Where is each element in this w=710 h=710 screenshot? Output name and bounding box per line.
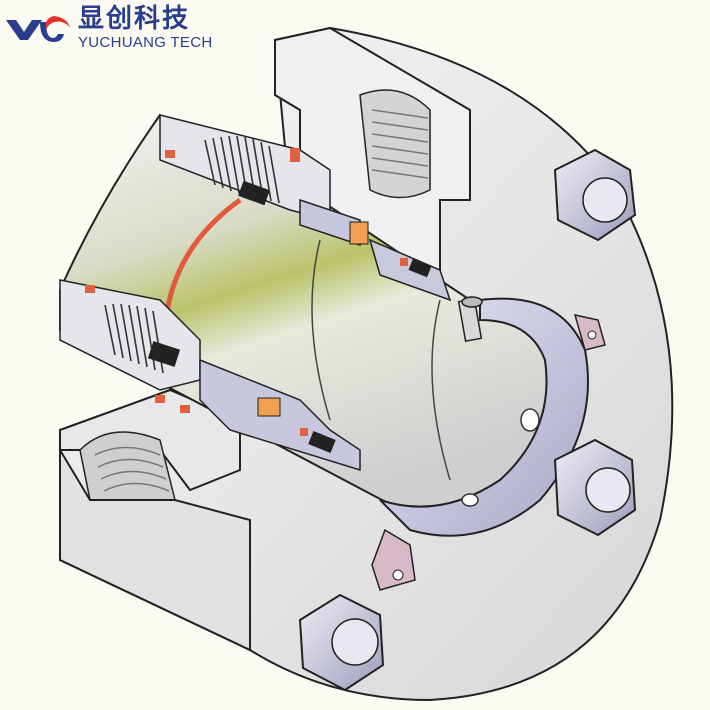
hex-nut-icon xyxy=(553,438,637,537)
lower-seal-assembly xyxy=(59,279,361,472)
set-screw-icon xyxy=(457,296,483,342)
positioning-bracket-lower xyxy=(371,528,416,591)
lower-bellows xyxy=(104,303,164,374)
upper-seal-assembly xyxy=(159,114,452,302)
brand-text: 显创科技 YUCHUANG TECH xyxy=(78,6,212,50)
brand-name-en: YUCHUANG TECH xyxy=(78,34,213,51)
threaded-port-top xyxy=(371,109,429,179)
logo-mark-icon xyxy=(6,16,70,42)
brand-header: 显创科技 YUCHUANG TECH xyxy=(4,6,212,50)
positioning-bracket-upper xyxy=(573,314,606,351)
brand-name-cn: 显创科技 xyxy=(78,4,191,34)
hex-nut-icon xyxy=(553,148,637,242)
hex-nut-icon xyxy=(298,593,385,692)
threaded-port-bottom xyxy=(94,446,170,492)
